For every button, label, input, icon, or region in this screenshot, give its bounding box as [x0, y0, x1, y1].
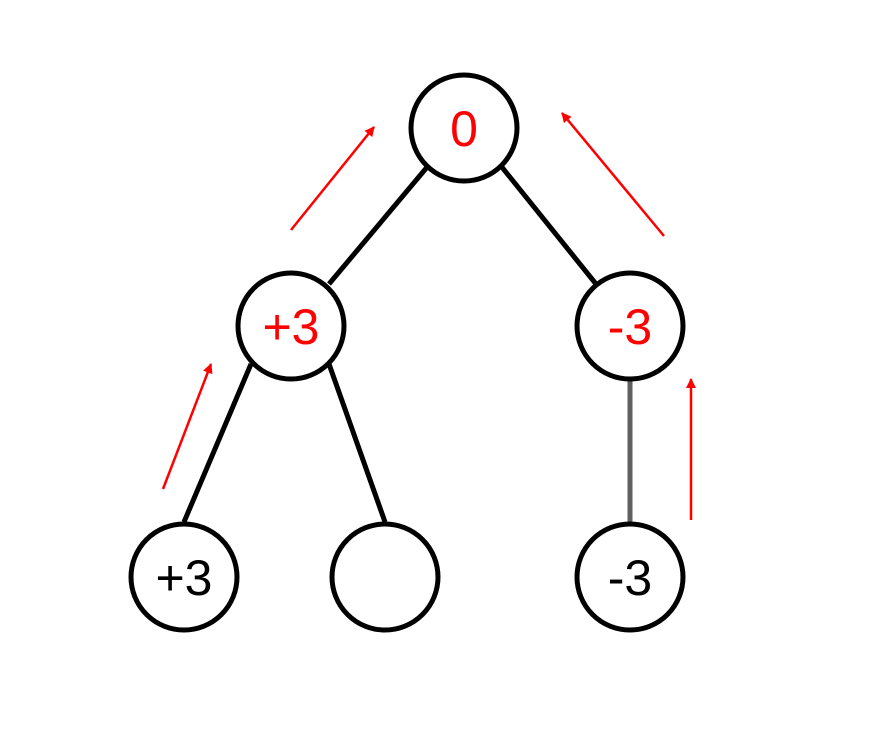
arrow-left-to-root: [290, 126, 375, 231]
node-leaf-left-left: +3: [128, 521, 240, 633]
node-circle: [574, 270, 686, 382]
arrow-right-to-root: [561, 112, 665, 237]
node-leaf-right: -3: [574, 521, 686, 633]
node-circle: [574, 521, 686, 633]
edge-left-leaf-left: [181, 363, 254, 523]
node-circle: [329, 521, 441, 633]
edge-root-right: [499, 164, 598, 286]
node-circle: [235, 270, 347, 382]
node-root: 0: [408, 72, 520, 184]
node-circle: [128, 521, 240, 633]
node-value: -3: [608, 550, 652, 606]
node-left: +3: [235, 270, 347, 382]
node-leaf-left-right: [329, 521, 441, 633]
node-right: -3: [574, 270, 686, 382]
node-value: +3: [262, 299, 319, 355]
arrow-leaf-to-left: [161, 363, 213, 490]
node-value: +3: [155, 550, 212, 606]
node-value: 0: [450, 101, 478, 157]
node-circle: [408, 72, 520, 184]
edge-left-leaf-right: [326, 363, 388, 523]
edge-root-left: [327, 164, 430, 286]
node-value: -3: [608, 299, 652, 355]
